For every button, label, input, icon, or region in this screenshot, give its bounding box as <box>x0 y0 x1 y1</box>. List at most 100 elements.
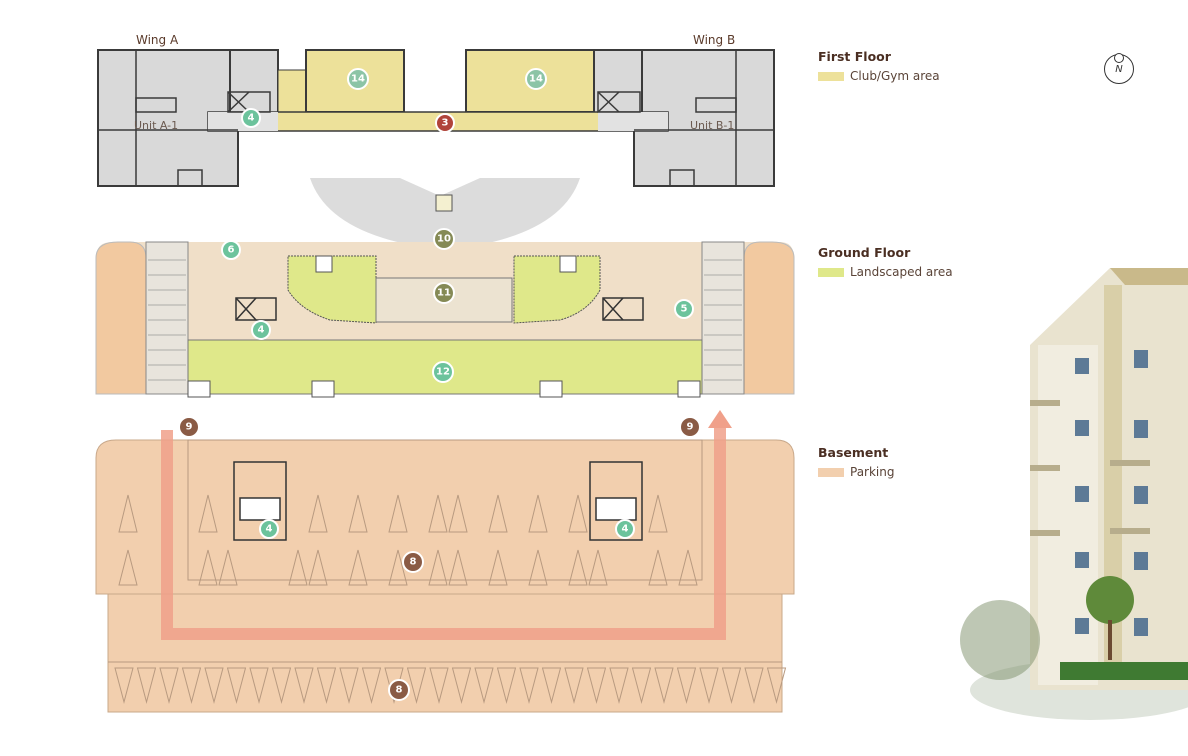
parking-bay <box>699 667 719 704</box>
marker-4: 4 <box>615 519 635 539</box>
first-floor-plan: Unit A-1 Unit B-1 <box>97 49 775 250</box>
wing-b-label: Wing B <box>693 33 736 47</box>
parking-bay <box>766 667 787 704</box>
stair-ramp-left <box>145 241 189 395</box>
parking-bay <box>204 667 224 704</box>
legend-swatch <box>818 71 844 81</box>
svg-text:12: 12 <box>436 367 450 378</box>
north-compass-icon: N <box>1104 53 1134 84</box>
stair-ramp-right <box>701 241 745 395</box>
parking-bay <box>308 549 328 586</box>
legend-swatch <box>818 267 844 277</box>
parking-bay <box>474 667 494 704</box>
parking-bay <box>451 667 472 704</box>
legend-label: Club/Gym area <box>850 69 940 83</box>
wing-a-label: Wing A <box>136 33 179 47</box>
svg-text:6: 6 <box>228 245 235 256</box>
legend-title: Ground Floor <box>818 245 911 260</box>
parking-bay <box>428 494 448 533</box>
svg-text:14: 14 <box>529 74 543 85</box>
parking-bay <box>588 549 608 586</box>
marker-4: 4 <box>259 519 279 539</box>
legend-label: Parking <box>850 465 895 479</box>
legend-first-floor: First Floor Club/Gym area <box>818 49 940 83</box>
parking-bay <box>308 494 328 533</box>
parking-bay <box>609 667 629 704</box>
legend-title: Basement <box>818 445 889 460</box>
svg-text:4: 4 <box>248 113 255 124</box>
svg-text:4: 4 <box>622 524 629 535</box>
parking-bay <box>226 667 247 704</box>
parking-bay <box>339 667 359 704</box>
marker-4: 4 <box>241 108 261 128</box>
marker-6: 6 <box>221 240 241 260</box>
parking-bay <box>648 494 668 533</box>
parking-bay <box>744 667 764 704</box>
parking-bay <box>488 494 508 533</box>
legend-title: First Floor <box>818 49 891 64</box>
parking-bay <box>388 549 408 586</box>
parking-bay <box>136 667 157 704</box>
parking-bay <box>114 667 134 704</box>
parking-bay <box>249 667 269 704</box>
exit-arrowhead <box>708 410 732 428</box>
parking-lower <box>107 593 783 713</box>
parking-bay <box>488 549 508 586</box>
marker-3: 3 <box>435 113 455 133</box>
parking-bay <box>429 667 449 704</box>
parking-bay <box>654 667 674 704</box>
svg-text:4: 4 <box>266 524 273 535</box>
parking-bay <box>528 549 548 586</box>
parking-bay <box>448 494 468 533</box>
parking-bay <box>428 549 448 586</box>
parking-bay <box>198 494 218 533</box>
parking-bay <box>118 549 138 586</box>
marker-11: 11 <box>433 282 455 304</box>
legend-swatch <box>818 467 844 477</box>
parking-bay <box>118 494 138 533</box>
parking-bay <box>348 494 368 533</box>
legend-ground-floor: Ground Floor Landscaped area <box>818 245 953 279</box>
svg-text:9: 9 <box>687 422 694 433</box>
svg-text:4: 4 <box>258 325 265 336</box>
legend-label: Landscaped area <box>850 265 953 279</box>
svg-text:8: 8 <box>410 557 417 568</box>
parking-bay <box>564 667 584 704</box>
marker-8: 8 <box>402 551 424 573</box>
building-illustration <box>960 268 1188 720</box>
marker-9-entry: 9 <box>178 416 200 438</box>
parking-bay <box>528 494 548 533</box>
svg-text:8: 8 <box>396 685 403 696</box>
plaza-area <box>310 178 580 250</box>
marker-5: 5 <box>674 299 694 319</box>
landscape-right <box>513 255 601 324</box>
parking-bay <box>271 667 292 704</box>
parking-bay <box>631 667 652 704</box>
parking-bay <box>316 667 337 704</box>
parking-bay <box>218 549 238 586</box>
parking-bay <box>676 667 697 704</box>
marker-9-exit: 9 <box>679 416 701 438</box>
svg-text:11: 11 <box>437 288 451 299</box>
parking-bay <box>648 549 668 586</box>
landscape-left <box>287 255 377 324</box>
marker-10: 10 <box>433 228 455 250</box>
markers: 4 3 14 14 10 11 6 4 5 12 9 9 4 4 8 8 <box>178 68 701 701</box>
parking-bay <box>288 549 308 586</box>
parking-bay <box>586 667 607 704</box>
svg-text:5: 5 <box>681 304 688 315</box>
parking-bay <box>348 549 368 586</box>
svg-text:10: 10 <box>437 234 451 245</box>
parking-bay <box>406 667 427 704</box>
marker-8: 8 <box>388 679 410 701</box>
marker-4: 4 <box>251 320 271 340</box>
svg-text:3: 3 <box>442 118 449 129</box>
ramp-left <box>95 241 147 395</box>
basement-plan <box>95 410 795 713</box>
unit-a-label: Unit A-1 <box>134 119 178 132</box>
legend-basement: Basement Parking <box>818 445 895 479</box>
ramp-right <box>743 241 795 395</box>
marker-12: 12 <box>432 361 454 383</box>
parking-bay <box>294 667 314 704</box>
